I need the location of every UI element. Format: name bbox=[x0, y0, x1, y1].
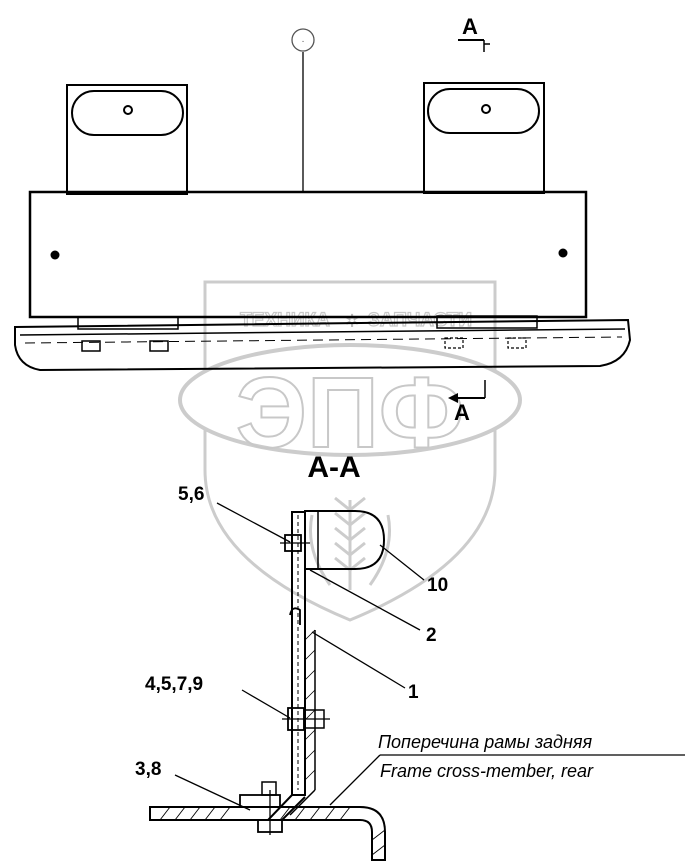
mounting-plate bbox=[28, 190, 588, 319]
right-lamp-housing bbox=[423, 82, 545, 194]
gear-icon: ✲ bbox=[344, 311, 359, 331]
plan-view: · A A bbox=[14, 14, 632, 425]
bolt-left-1 bbox=[81, 340, 101, 352]
bolt-3-8 bbox=[239, 794, 281, 808]
callout-10: 10 bbox=[427, 575, 448, 596]
caption-english: Frame cross-member, rear bbox=[380, 761, 594, 781]
lamp-profile bbox=[304, 510, 386, 570]
bracket-1 bbox=[291, 511, 306, 796]
watermark: ЭПФ ТЕХНИКА ЗАПЧАСТИ ✲ bbox=[178, 280, 522, 622]
callout-4-5-7-9: 4,5,7,9 bbox=[145, 674, 203, 695]
left-lens bbox=[71, 90, 184, 136]
bolt-right-1 bbox=[444, 337, 464, 349]
plate-hole-left bbox=[50, 250, 60, 260]
leaders bbox=[174, 502, 685, 811]
caption-russian: Поперечина рамы задняя bbox=[378, 732, 592, 752]
section-mark-top: A bbox=[462, 14, 478, 39]
watermark-top-right: ЗАПЧАСТИ bbox=[368, 310, 472, 331]
callout-1: 1 bbox=[408, 682, 419, 703]
bolt-left-2 bbox=[149, 340, 169, 352]
circled-callout-mark: · bbox=[301, 36, 304, 47]
frame-cross-member-section bbox=[149, 806, 386, 861]
section-title: A-A bbox=[307, 451, 360, 484]
section-view bbox=[149, 510, 386, 861]
right-lens-screw bbox=[481, 104, 491, 114]
section-mark-side: A bbox=[454, 400, 470, 425]
watermark-shield bbox=[203, 280, 497, 622]
circled-callout bbox=[291, 28, 315, 52]
left-lamp-housing bbox=[66, 84, 188, 195]
wheat-icon bbox=[308, 496, 392, 590]
frame-cross-member-top bbox=[14, 318, 632, 372]
callout-3-8: 3,8 bbox=[135, 759, 161, 780]
bolt-right-2 bbox=[507, 337, 527, 349]
left-lens-screw bbox=[123, 105, 133, 115]
watermark-top-left: ТЕХНИКА bbox=[240, 310, 330, 331]
callout-2: 2 bbox=[426, 625, 437, 646]
plate-hole-right bbox=[558, 248, 568, 258]
watermark-oval bbox=[178, 343, 522, 457]
right-lens bbox=[427, 88, 540, 134]
callout-5-6: 5,6 bbox=[178, 484, 204, 505]
watermark-logo: ЭПФ bbox=[236, 357, 464, 469]
